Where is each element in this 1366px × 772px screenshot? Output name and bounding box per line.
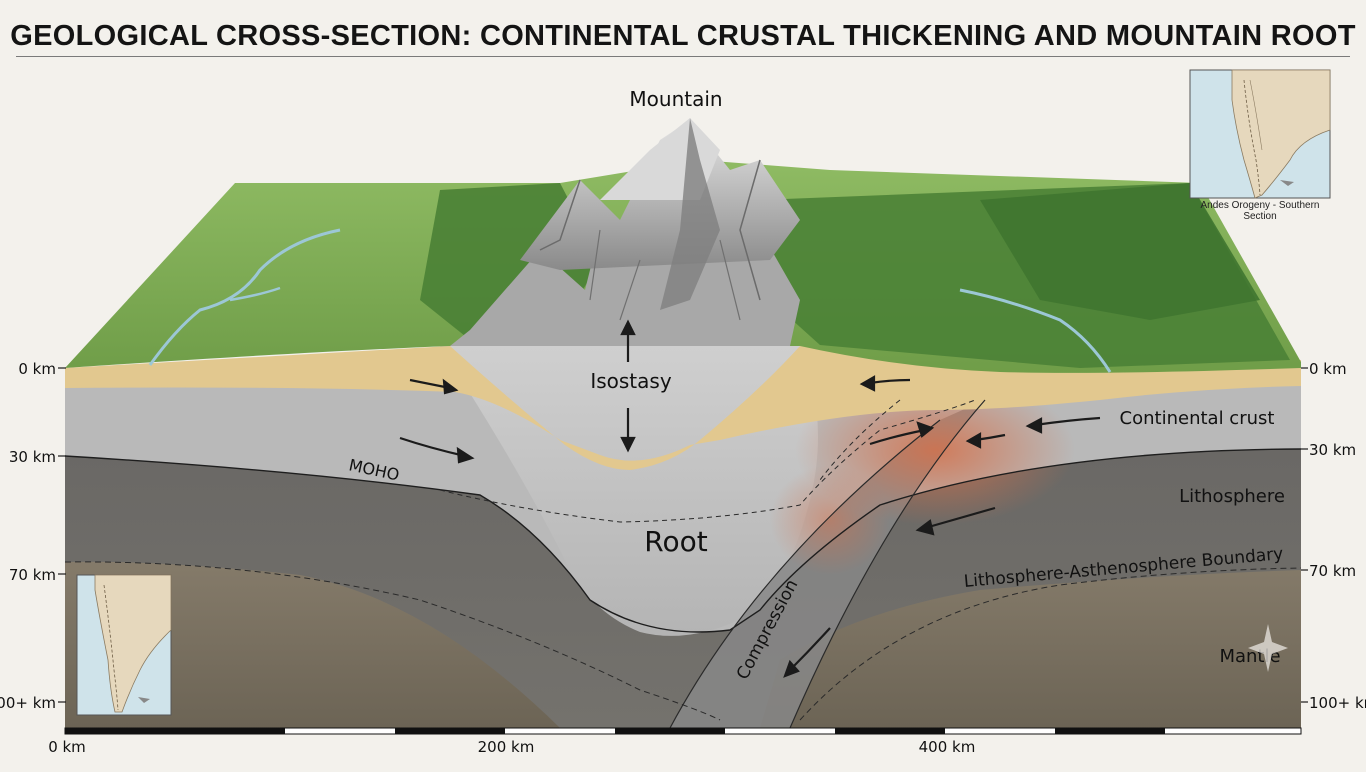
slab-edge-lower [669, 419, 941, 729]
scale-200: 200 km [478, 738, 535, 756]
sparkle-icon [1248, 624, 1288, 672]
moho-line [64, 448, 1302, 633]
depth-axis-right [1301, 367, 1308, 703]
depth-right-70: 70 km [1309, 562, 1356, 580]
depth-left-30: 30 km [9, 448, 56, 466]
inset-map-bottom-left [76, 574, 172, 716]
flow-arrows [399, 319, 1101, 678]
label-root: Root [644, 525, 707, 558]
moho-dashed [439, 399, 976, 523]
depth-left-70: 70 km [9, 566, 56, 584]
title-underline [16, 56, 1350, 57]
scale-400: 400 km [919, 738, 976, 756]
river-center [229, 286, 281, 302]
depth-right-30: 30 km [1309, 441, 1356, 459]
depth-right-100: 100+ km [1309, 694, 1366, 712]
label-mountain: Mountain [629, 87, 722, 111]
fault-dashed [819, 399, 901, 481]
slab-edge-upper [789, 399, 986, 729]
inset-caption: Andes Orogeny - Southern Section [1200, 200, 1320, 222]
mountain-range [450, 118, 800, 346]
forest-right-dense [980, 183, 1260, 320]
river-right [959, 288, 1112, 373]
lab-line [64, 561, 1302, 721]
depth-left-0: 0 km [18, 360, 56, 378]
mountain-root [440, 346, 818, 636]
heat-zone-lower [770, 465, 890, 575]
depth-left-100: 100+ km [0, 694, 56, 712]
river-left [148, 228, 341, 366]
sediment-layer [65, 346, 1301, 470]
scale-bar [64, 727, 1302, 735]
label-continental-crust: Continental crust [1120, 408, 1275, 429]
diagram-title: GEOLOGICAL CROSS-SECTION: CONTINENTAL CR… [10, 20, 1356, 52]
depth-right-0: 0 km [1309, 360, 1347, 378]
label-lithosphere: Lithosphere [1179, 486, 1285, 507]
depth-axis-left [58, 367, 66, 703]
label-isostasy: Isostasy [590, 369, 671, 393]
scale-0: 0 km [48, 738, 86, 756]
inset-map-top-right [1189, 69, 1331, 199]
